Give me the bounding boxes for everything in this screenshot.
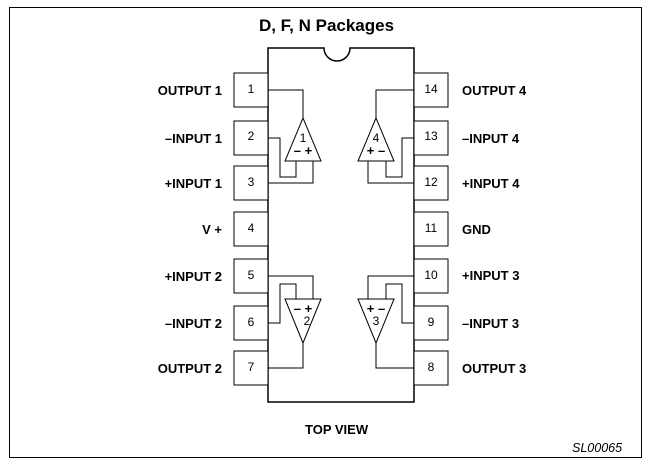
pin-number-11: 11 [424, 221, 438, 235]
pin-number-12: 12 [424, 175, 438, 189]
wire-amp2-minus [268, 283, 297, 324]
ic-body [267, 47, 415, 403]
wire-amp4-minus [385, 137, 414, 178]
amp3-inputs: + – [367, 301, 385, 316]
pin-label-5: +INPUT 2 [164, 269, 222, 284]
op-amp-2-triangle [284, 298, 322, 345]
pin-label-4: V + [202, 222, 222, 237]
pin-label-3: +INPUT 1 [164, 176, 222, 191]
pin-box-3 [233, 165, 269, 201]
amp3-number: 3 [373, 314, 380, 328]
pin-number-1: 1 [247, 82, 255, 96]
pin-box-1 [233, 72, 269, 108]
pin-label-8: OUTPUT 3 [462, 361, 527, 376]
wire-amp4-plus [367, 161, 414, 184]
wire-amp1-minus [268, 137, 297, 178]
pin-number-9: 9 [427, 315, 435, 329]
amp1-inputs: – + [294, 143, 313, 158]
pin-label-9: –INPUT 3 [462, 316, 520, 331]
pin-number-14: 14 [424, 82, 438, 96]
wire-amp3-plus [367, 275, 414, 299]
pin-number-13: 13 [424, 129, 438, 143]
wire-amp4-output [375, 89, 414, 118]
pin-number-4: 4 [247, 221, 255, 235]
pin-number-2: 2 [247, 129, 255, 143]
pin-number-6: 6 [247, 315, 255, 329]
pin-number-8: 8 [427, 360, 435, 374]
pin-label-14: OUTPUT 4 [462, 83, 527, 98]
wire-amp3-minus [385, 283, 414, 324]
pin-box-10 [413, 258, 449, 294]
pin-label-12: +INPUT 4 [462, 176, 520, 191]
top-view-label: TOP VIEW [305, 422, 369, 437]
package-title: D, F, N Packages [258, 16, 395, 35]
wire-amp2-output [268, 343, 304, 369]
pin-number-5: 5 [247, 268, 255, 282]
wire-amp1-plus [268, 161, 314, 184]
amp1-number: 1 [300, 131, 307, 145]
pin-box-8 [413, 350, 449, 386]
pin-box-5 [233, 258, 269, 294]
pin-label-11: GND [462, 222, 491, 237]
wire-amp3-output [375, 343, 414, 369]
pin-label-2: –INPUT 1 [164, 131, 222, 146]
op-amp-4-triangle [357, 116, 395, 162]
wire-amp2-plus [268, 275, 314, 299]
wire-amp1-output [268, 89, 304, 118]
op-amp-1-triangle [284, 116, 322, 162]
pin-label-6: –INPUT 2 [164, 316, 222, 331]
pin-box-2 [233, 120, 269, 156]
amp2-inputs: – + [294, 301, 313, 316]
pin-label-10: +INPUT 3 [462, 268, 520, 283]
op-amp-3-triangle [357, 298, 395, 345]
pin-label-1: OUTPUT 1 [157, 83, 222, 98]
drawing-code: SL00065 [572, 441, 623, 455]
pin-number-7: 7 [247, 360, 255, 374]
figure-frame [9, 7, 642, 458]
pin-box-11 [413, 211, 449, 247]
amp2-number: 2 [304, 314, 311, 328]
amp4-number: 4 [373, 131, 380, 145]
amp4-inputs: + – [367, 143, 385, 158]
pin-number-10: 10 [424, 268, 438, 282]
pin-number-3: 3 [247, 175, 255, 189]
pin-box-4 [233, 211, 269, 247]
pin-label-7: OUTPUT 2 [157, 361, 222, 376]
pin-label-13: –INPUT 4 [462, 131, 520, 146]
pin-box-6 [233, 305, 269, 341]
